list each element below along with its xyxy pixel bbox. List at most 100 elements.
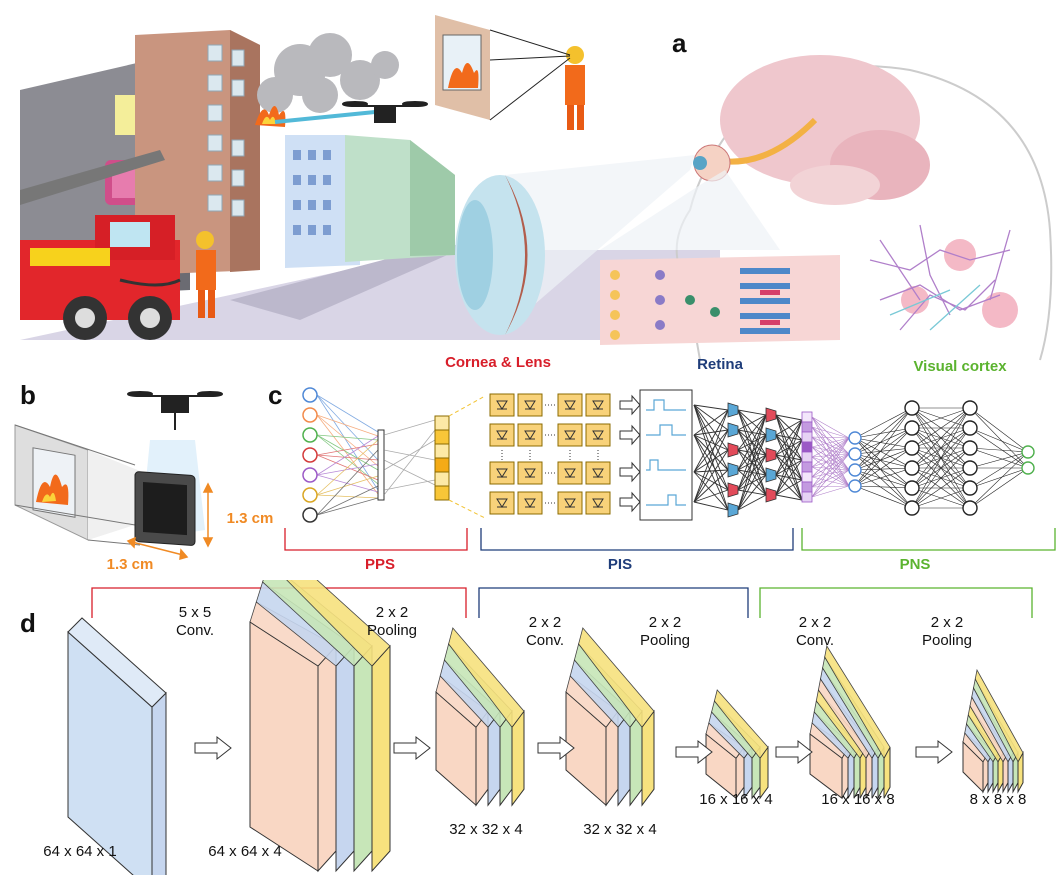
pns-neuron [848, 447, 862, 461]
pns-output-neuron [1021, 461, 1035, 475]
brick-building [135, 30, 260, 275]
chip-width-label: 1.3 cm [106, 556, 154, 573]
photodiode-cell [557, 491, 583, 515]
panel-label-c: c [268, 380, 283, 410]
pns-output-neuron [1021, 445, 1035, 459]
panel-label-d: d [20, 608, 36, 638]
forward-arrow [393, 735, 431, 761]
pns-input-pixel [801, 421, 813, 433]
brick-windows [207, 44, 245, 217]
cornea-cone [505, 155, 695, 330]
pulse-waveform-box [639, 389, 693, 521]
array-arrows [619, 394, 641, 513]
pns-input-pixel [801, 471, 813, 483]
photodiode-array [489, 393, 611, 515]
pns-input-pixel [801, 491, 813, 503]
eye-cross-section [455, 175, 545, 335]
panel-a-illustration [20, 15, 1053, 361]
panel-label-a: a [672, 28, 687, 58]
drone-a [342, 101, 428, 123]
label-cornea-lens: Cornea & Lens [445, 354, 551, 371]
cnn-tensor-block [435, 627, 525, 807]
pns-input-pixel [801, 481, 813, 493]
blue-building [285, 135, 360, 268]
crossbar-cell [727, 422, 739, 438]
tensor-size-1: 64 x 64 x 1 [43, 843, 117, 860]
cnn-tensor-block [249, 580, 391, 873]
photodiode-cell [489, 491, 515, 515]
pns-neuron [962, 440, 978, 456]
viewed-fire-window [435, 15, 571, 121]
panel-c-schematic [284, 387, 1056, 551]
forward-arrow [537, 735, 575, 761]
photodiode-cell [585, 423, 611, 447]
pixel-column [434, 415, 450, 501]
cnn-tensor-block [809, 644, 891, 800]
pns-neuron [962, 480, 978, 496]
cnn-tensor-block [705, 689, 769, 800]
pns-input-pixel [801, 431, 813, 443]
drone-water-beam [274, 110, 376, 124]
group-label-pis: PIS [607, 556, 633, 573]
sidewalk [230, 245, 470, 320]
firefighter-hose [119, 231, 216, 318]
visual-cortex [869, 224, 1018, 331]
tensor-size-3: 32 x 32 x 4 [449, 821, 523, 838]
retina-block [600, 255, 840, 345]
photodiode-cell [517, 491, 543, 515]
pns-neuron [848, 463, 862, 477]
ladder [20, 150, 165, 205]
photodiode-cell [585, 461, 611, 485]
cnn-tensor-block [565, 627, 655, 807]
panel-b-illustration [14, 391, 223, 561]
pis-bracket [480, 528, 794, 551]
photodiode-cell [489, 393, 515, 417]
crossbar-cell [727, 462, 739, 478]
tensor-size-7: 8 x 8 x 8 [969, 791, 1027, 808]
pns-bracket [801, 528, 1056, 551]
pns-input-pixel [801, 451, 813, 463]
crossbar-cell [765, 447, 777, 463]
photodiode-cell [585, 491, 611, 515]
pns-neuron [904, 440, 920, 456]
fire-truck [20, 215, 180, 340]
photodiode-cell [517, 393, 543, 417]
drone-b [127, 391, 223, 430]
crossbar-cell [765, 427, 777, 443]
pns-input-pixel [801, 411, 813, 423]
firefighter-viewer [565, 46, 585, 130]
pns-neuron [904, 400, 920, 416]
pns-neuron [962, 500, 978, 516]
forward-arrow [915, 739, 953, 765]
group-label-pns: PNS [899, 556, 931, 573]
pns-neuron [904, 420, 920, 436]
pns-neuron [904, 480, 920, 496]
crossbar-cell [727, 442, 739, 458]
pns-network [811, 400, 1035, 516]
crossbar-cell [727, 482, 739, 498]
pns-bracket-d [759, 587, 1033, 618]
pns-neuron [962, 460, 978, 476]
panel-d-cnn [67, 580, 1033, 875]
photodiode-cell [517, 423, 543, 447]
label-retina: Retina [697, 356, 743, 373]
pns-neuron [962, 420, 978, 436]
input-neurons [302, 387, 318, 523]
photodiode-cell [489, 461, 515, 485]
retina-cone [600, 170, 780, 250]
pns-input-column [801, 411, 813, 503]
crossbar-lines [693, 404, 803, 511]
photodiode-cell [557, 393, 583, 417]
tensor-size-2: 64 x 64 x 4 [208, 843, 282, 860]
pns-input-pixel [801, 441, 813, 453]
photodiode-cell [517, 461, 543, 485]
pns-neuron [848, 479, 862, 493]
crossbar-cell [765, 407, 777, 423]
